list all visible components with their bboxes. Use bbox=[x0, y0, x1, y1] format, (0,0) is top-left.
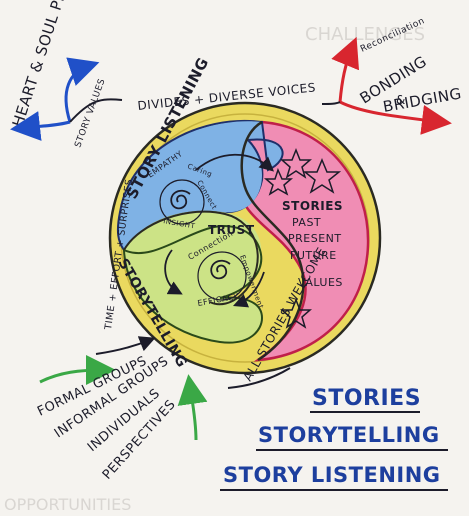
legend-storytelling: STORYTELLING bbox=[258, 423, 440, 447]
arrow-heart-soul-up bbox=[64, 57, 100, 123]
arrow-bridging bbox=[339, 100, 452, 135]
faint-header-opportunities: OPPORTUNITIES bbox=[4, 495, 131, 514]
star-icon bbox=[280, 297, 312, 329]
line-divides-to-bonding bbox=[321, 101, 341, 105]
trust-label: TRUST bbox=[208, 223, 255, 237]
line-story-values bbox=[69, 98, 123, 123]
story-listening-fill bbox=[123, 121, 262, 250]
ampersand-label: & bbox=[396, 93, 406, 107]
future-label: FUTURE bbox=[290, 249, 337, 262]
present-label: PRESENT bbox=[288, 232, 342, 245]
storytelling-region bbox=[122, 225, 264, 344]
star-icon bbox=[263, 167, 294, 196]
arrow-to-stories bbox=[195, 153, 275, 172]
legend: STORIES STORYTELLING STORY LISTENING bbox=[220, 386, 448, 491]
inner-divider bbox=[123, 210, 259, 306]
values-label: VALUES bbox=[298, 276, 343, 289]
star-icon bbox=[302, 158, 342, 194]
arrow-formal-groups bbox=[39, 355, 116, 386]
spiral-icon bbox=[197, 251, 247, 301]
past-label: PAST bbox=[292, 216, 321, 229]
arrow-reconciliation bbox=[331, 36, 360, 103]
line-all-stories bbox=[227, 367, 291, 389]
spiral-icon bbox=[159, 179, 205, 225]
stories-label: STORIES bbox=[282, 199, 343, 213]
arrow-efficacy bbox=[232, 271, 265, 308]
arrow-informal-groups bbox=[95, 336, 156, 355]
legend-stories: STORIES bbox=[312, 386, 421, 411]
star-icon bbox=[280, 147, 312, 179]
arrow-trust-to-telling bbox=[164, 249, 183, 295]
arrow-perspectives bbox=[177, 374, 208, 441]
arrow-heart-soul-left bbox=[10, 111, 71, 141]
legend-story-listening: STORY LISTENING bbox=[223, 463, 441, 487]
